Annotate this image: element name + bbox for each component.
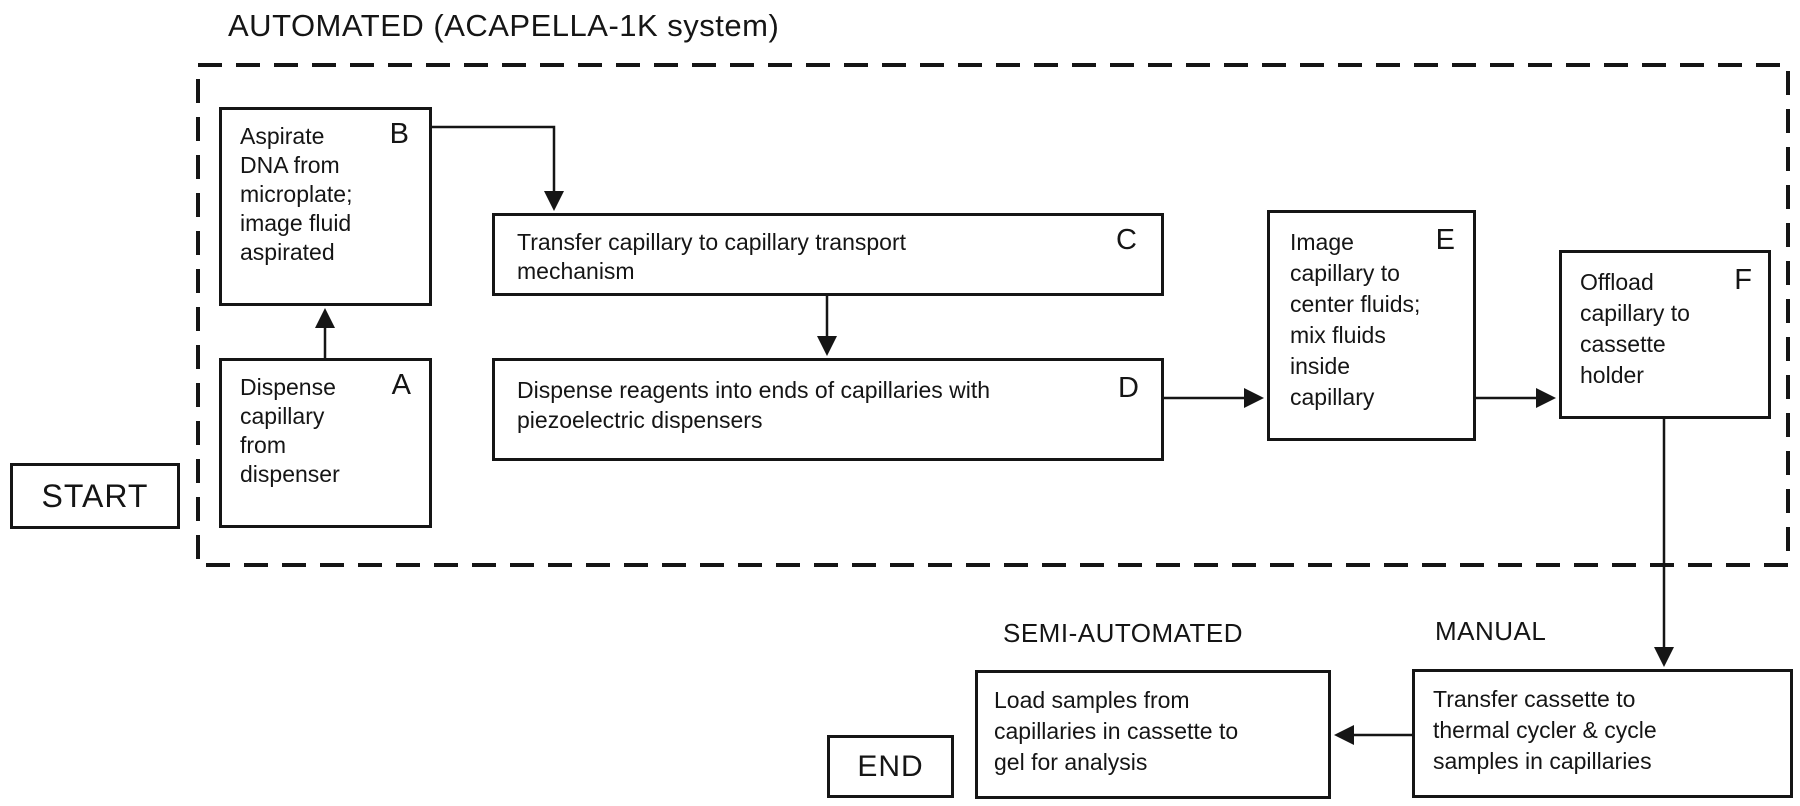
end-terminal: END (827, 735, 954, 798)
step-b-line: DNA from (240, 152, 340, 178)
step-c-line: mechanism (517, 258, 635, 284)
semi-automated-section-label: SEMI-AUTOMATED (1003, 618, 1244, 648)
step-box-c: C Transfer capillary to capillary transp… (492, 213, 1164, 296)
step-box-e: E Image capillary to center fluids; mix … (1267, 210, 1476, 441)
step-b-line: image fluid (240, 210, 352, 236)
step-e-line: capillary (1290, 384, 1375, 410)
step-e-line: capillary to (1290, 260, 1400, 286)
load-samples-line: capillaries in cassette to (994, 718, 1239, 744)
step-e-letter: E (1435, 224, 1455, 256)
transfer-cassette-line: thermal cycler & cycle (1433, 717, 1657, 743)
step-box-d: D Dispense reagents into ends of capilla… (492, 358, 1164, 461)
step-b-line: microplate; (240, 181, 353, 207)
automated-section-title: AUTOMATED (ACAPELLA-1K system) (228, 8, 780, 43)
transfer-cassette-line: Transfer cassette to (1433, 686, 1636, 712)
step-e-line: inside (1290, 353, 1351, 379)
step-box-b: B Aspirate DNA from microplate; image fl… (219, 107, 432, 306)
automated-region-border (196, 63, 1790, 567)
manual-section-label: MANUAL (1435, 616, 1547, 646)
load-samples-line: gel for analysis (994, 749, 1148, 775)
transfer-cassette-line: samples in capillaries (1433, 748, 1652, 774)
step-a-line: from (240, 432, 286, 458)
step-e-line: center fluids; (1290, 291, 1421, 317)
load-samples-line: Load samples from (994, 687, 1190, 713)
step-f-letter: F (1734, 264, 1752, 296)
step-c-letter: C (1116, 224, 1137, 256)
step-box-transfer-cassette: Transfer cassette to thermal cycler & cy… (1412, 669, 1793, 798)
step-d-line: piezoelectric dispensers (517, 407, 763, 433)
step-e-line: Image (1290, 229, 1354, 255)
step-f-line: holder (1580, 362, 1644, 388)
start-terminal: START (10, 463, 180, 529)
step-box-load-samples: Load samples from capillaries in cassett… (975, 670, 1331, 799)
arrow-b-to-c (431, 125, 564, 211)
step-c-line: Transfer capillary to capillary transpor… (517, 229, 907, 255)
step-f-line: cassette (1580, 331, 1666, 357)
step-d-line: Dispense reagents into ends of capillari… (517, 377, 991, 403)
step-a-line: dispenser (240, 461, 340, 487)
step-f-line: Offload (1580, 269, 1654, 295)
step-b-line: Aspirate (240, 123, 325, 149)
step-e-line: mix fluids (1290, 322, 1386, 348)
step-box-a: A Dispense capillary from dispenser (219, 358, 432, 528)
step-f-line: capillary to (1580, 300, 1690, 326)
step-a-line: Dispense (240, 374, 336, 400)
step-b-letter: B (389, 118, 409, 150)
step-box-f: F Offload capillary to cassette holder (1559, 250, 1771, 419)
step-a-line: capillary (240, 403, 325, 429)
step-a-letter: A (391, 369, 411, 401)
step-d-letter: D (1118, 372, 1139, 404)
step-b-line: aspirated (240, 239, 335, 265)
